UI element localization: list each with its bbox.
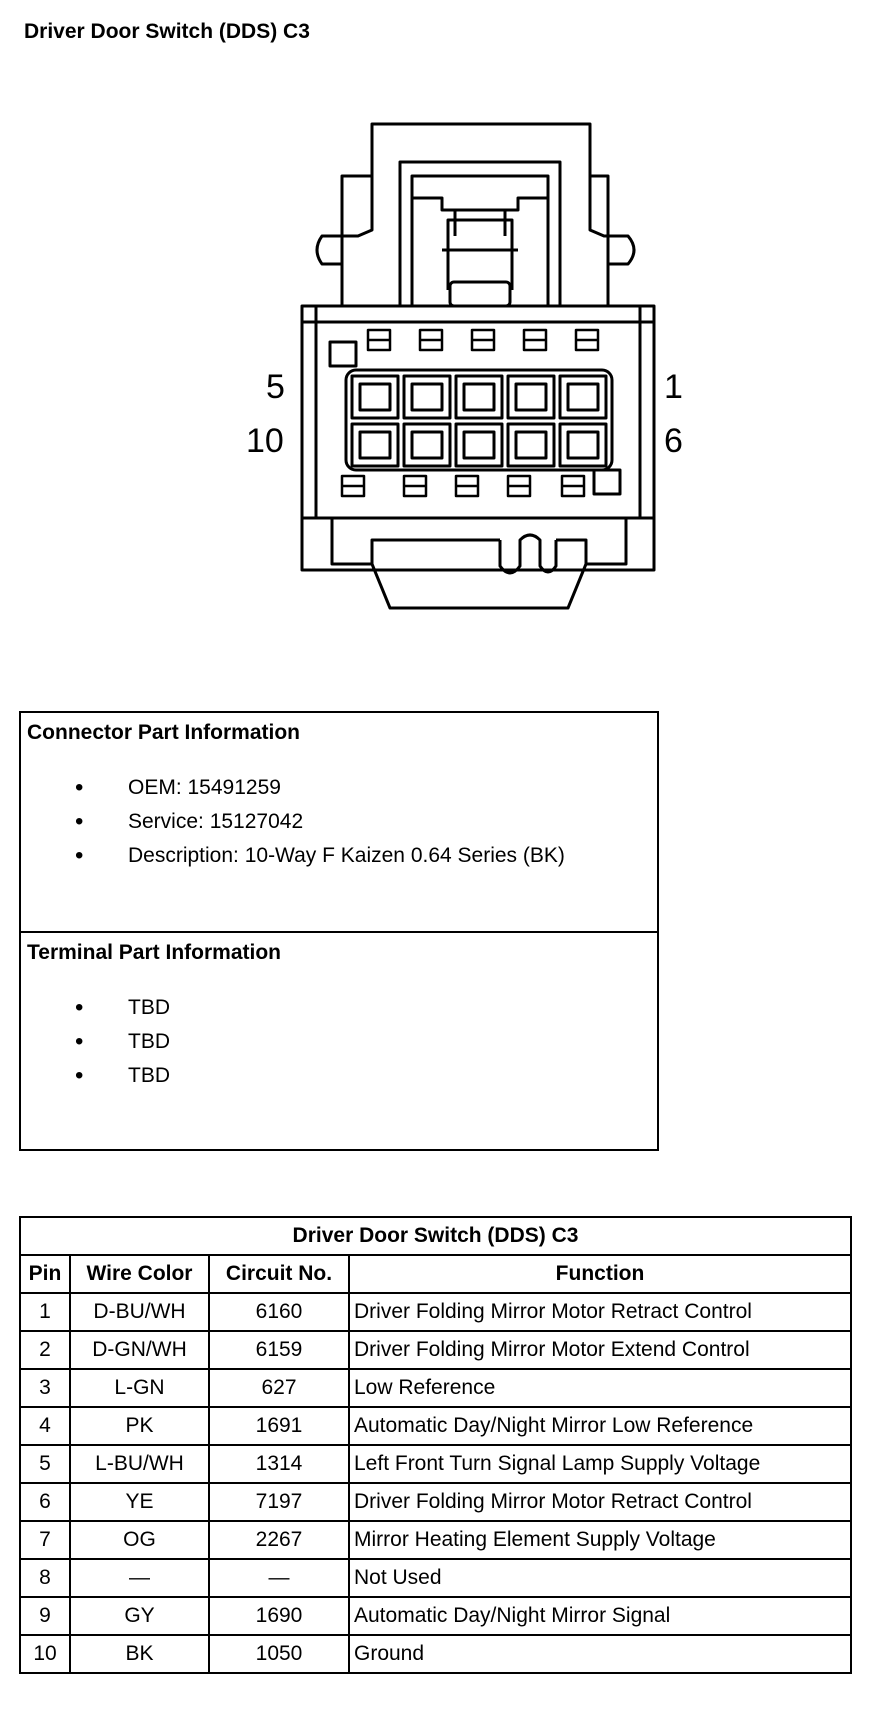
cell-circuit: 7197 xyxy=(208,1482,350,1522)
cell-circuit: — xyxy=(208,1558,350,1598)
table-row: 5 L-BU/WH 1314 Left Front Turn Signal La… xyxy=(19,1444,852,1484)
page-title: Driver Door Switch (DDS) C3 xyxy=(24,20,310,43)
cell-function: Mirror Heating Element Supply Voltage xyxy=(348,1520,852,1560)
table-row: 10 BK 1050 Ground xyxy=(19,1634,852,1674)
cell-pin: 1 xyxy=(19,1292,71,1332)
terminal-locks-top xyxy=(366,328,600,352)
terminal-info-list: TBD TBD TBD xyxy=(21,991,657,1093)
cell-wire-color: GY xyxy=(69,1596,210,1636)
connector-info-oem: OEM: 15491259 xyxy=(21,771,657,805)
table-row: 7 OG 2267 Mirror Heating Element Supply … xyxy=(19,1520,852,1560)
terminal-info-heading: Terminal Part Information xyxy=(27,941,281,964)
terminal-locks-bottom xyxy=(340,474,586,498)
cell-pin: 8 xyxy=(19,1558,71,1598)
connector-body xyxy=(300,304,656,572)
header-circuit-no: Circuit No. xyxy=(208,1254,350,1294)
terminal-info-item: TBD xyxy=(21,991,657,1025)
connector-info-box: Connector Part Information OEM: 15491259… xyxy=(19,711,659,933)
cell-pin: 7 xyxy=(19,1520,71,1560)
cell-wire-color: BK xyxy=(69,1634,210,1674)
table-row: 4 PK 1691 Automatic Day/Night Mirror Low… xyxy=(19,1406,852,1446)
header-wire-color: Wire Color xyxy=(69,1254,210,1294)
latch-button xyxy=(448,280,512,308)
connector-info-heading: Connector Part Information xyxy=(27,721,301,744)
table-header-row: Pin Wire Color Circuit No. Function xyxy=(19,1254,852,1294)
pin-label-5: 5 xyxy=(266,368,285,406)
pin-label-6: 6 xyxy=(664,422,683,460)
connector-info-list: OEM: 15491259 Service: 15127042 Descript… xyxy=(21,771,657,873)
terminal-info-box: Terminal Part Information TBD TBD TBD xyxy=(19,931,659,1151)
cell-function: Left Front Turn Signal Lamp Supply Volta… xyxy=(348,1444,852,1484)
table-row: 6 YE 7197 Driver Folding Mirror Motor Re… xyxy=(19,1482,852,1522)
cell-function: Driver Folding Mirror Motor Retract Cont… xyxy=(348,1482,852,1522)
pin-label-10: 10 xyxy=(246,422,284,460)
connector-latch-housing xyxy=(340,122,610,306)
connector-info-service: Service: 15127042 xyxy=(21,805,657,839)
connector-ear-left xyxy=(315,234,342,266)
cell-circuit: 1691 xyxy=(208,1406,350,1446)
terminal-info-item: TBD xyxy=(21,1025,657,1059)
table-row: 1 D-BU/WH 6160 Driver Folding Mirror Mot… xyxy=(19,1292,852,1332)
cell-function: Driver Folding Mirror Motor Extend Contr… xyxy=(348,1330,852,1370)
connector-skirt xyxy=(330,518,628,610)
cell-pin: 10 xyxy=(19,1634,71,1674)
cavity-row-bottom xyxy=(350,422,608,468)
cell-function: Not Used xyxy=(348,1558,852,1598)
connector-ear-right xyxy=(608,234,636,266)
header-function: Function xyxy=(348,1254,852,1294)
cell-circuit: 1314 xyxy=(208,1444,350,1484)
cell-wire-color: L-BU/WH xyxy=(69,1444,210,1484)
connector-diagram xyxy=(300,122,656,610)
cell-wire-color: — xyxy=(69,1558,210,1598)
table-row: 3 L-GN 627 Low Reference xyxy=(19,1368,852,1408)
key-bottom-right xyxy=(592,468,622,496)
cell-pin: 9 xyxy=(19,1596,71,1636)
cell-function: Automatic Day/Night Mirror Signal xyxy=(348,1596,852,1636)
key-top-left xyxy=(328,340,358,368)
cell-circuit: 1050 xyxy=(208,1634,350,1674)
latch-frame xyxy=(398,160,562,306)
cavity-row-top xyxy=(350,374,608,420)
table-caption: Driver Door Switch (DDS) C3 xyxy=(19,1216,852,1256)
cell-wire-color: D-BU/WH xyxy=(69,1292,210,1332)
cavity-frame xyxy=(344,368,614,472)
cell-pin: 3 xyxy=(19,1368,71,1408)
cell-function: Low Reference xyxy=(348,1368,852,1408)
cell-circuit: 6159 xyxy=(208,1330,350,1370)
cell-wire-color: YE xyxy=(69,1482,210,1522)
cell-function: Automatic Day/Night Mirror Low Reference xyxy=(348,1406,852,1446)
cell-wire-color: PK xyxy=(69,1406,210,1446)
terminal-info-item: TBD xyxy=(21,1059,657,1093)
pin-label-1: 1 xyxy=(664,368,683,406)
cell-circuit: 1690 xyxy=(208,1596,350,1636)
table-row: 9 GY 1690 Automatic Day/Night Mirror Sig… xyxy=(19,1596,852,1636)
cell-wire-color: D-GN/WH xyxy=(69,1330,210,1370)
cell-pin: 4 xyxy=(19,1406,71,1446)
cell-pin: 2 xyxy=(19,1330,71,1370)
cell-pin: 5 xyxy=(19,1444,71,1484)
cell-circuit: 627 xyxy=(208,1368,350,1408)
cell-circuit: 2267 xyxy=(208,1520,350,1560)
table-row: 8 — — Not Used xyxy=(19,1558,852,1598)
cell-pin: 6 xyxy=(19,1482,71,1522)
connector-info-description: Description: 10-Way F Kaizen 0.64 Series… xyxy=(21,839,657,873)
header-pin: Pin xyxy=(19,1254,71,1294)
cell-function: Ground xyxy=(348,1634,852,1674)
pinout-table: Driver Door Switch (DDS) C3 Pin Wire Col… xyxy=(19,1216,852,1674)
cell-wire-color: L-GN xyxy=(69,1368,210,1408)
cell-circuit: 6160 xyxy=(208,1292,350,1332)
cell-wire-color: OG xyxy=(69,1520,210,1560)
table-row: 2 D-GN/WH 6159 Driver Folding Mirror Mot… xyxy=(19,1330,852,1370)
cell-function: Driver Folding Mirror Motor Retract Cont… xyxy=(348,1292,852,1332)
